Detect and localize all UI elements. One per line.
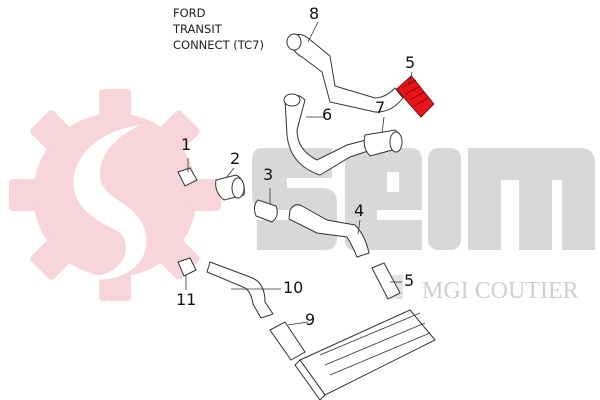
callout-10[interactable]: 10 bbox=[283, 278, 304, 297]
title-line: CONNECT (TC7) bbox=[173, 38, 264, 52]
part-1-plug bbox=[177, 167, 198, 187]
callout-11[interactable]: 11 bbox=[176, 290, 197, 309]
part-intercooler bbox=[294, 309, 436, 400]
part-2-connector bbox=[215, 174, 245, 201]
leader-lines bbox=[185, 21, 413, 326]
title-line: TRANSIT bbox=[173, 22, 222, 36]
callout-3[interactable]: 3 bbox=[263, 165, 274, 184]
vehicle-title: FORD TRANSIT CONNECT (TC7) bbox=[173, 5, 264, 53]
callout-7[interactable]: 7 bbox=[375, 98, 386, 117]
callout-4[interactable]: 4 bbox=[354, 201, 365, 220]
part-10-pipe bbox=[206, 261, 274, 319]
part-11-plug bbox=[177, 257, 197, 277]
mgi-coutier-watermark: MGI COUTIER bbox=[422, 278, 579, 304]
callout-5-top[interactable]: 5 bbox=[405, 53, 416, 72]
gear-logo-watermark bbox=[9, 89, 221, 301]
callout-2[interactable]: 2 bbox=[230, 149, 241, 168]
part-4-pipe bbox=[288, 204, 370, 258]
part-8-pipe bbox=[286, 33, 404, 113]
part-3-sleeve bbox=[253, 199, 278, 223]
callout-6[interactable]: 6 bbox=[322, 105, 333, 124]
callout-8[interactable]: 8 bbox=[309, 4, 320, 23]
callout-5-bottom[interactable]: 5 bbox=[404, 271, 415, 290]
part-7-hose bbox=[363, 129, 403, 157]
part-5-hose bbox=[371, 262, 401, 300]
part-9-hose bbox=[269, 321, 306, 361]
title-line: FORD bbox=[173, 6, 206, 20]
callout-1[interactable]: 1 bbox=[181, 135, 192, 154]
callout-9[interactable]: 9 bbox=[305, 310, 316, 329]
part-6-pipe bbox=[283, 93, 381, 176]
